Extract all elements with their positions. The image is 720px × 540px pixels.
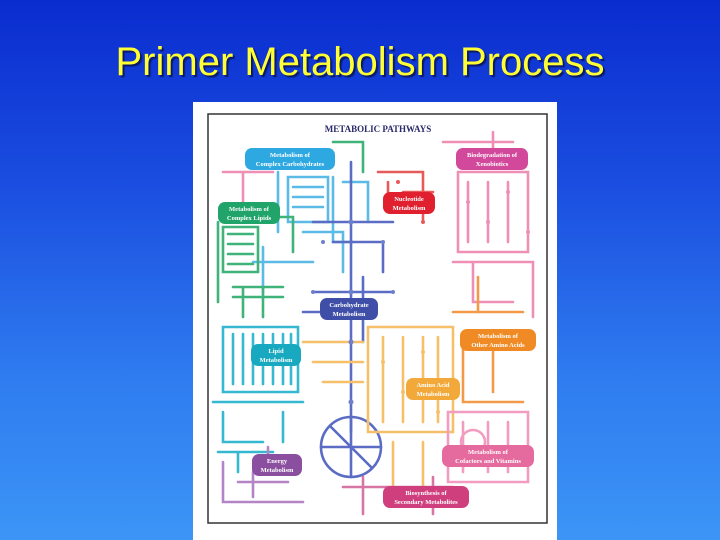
label-complex-lipids: Metabolism of Complex Lipids [218,202,280,224]
svg-text:Complex Carbohydrates: Complex Carbohydrates [256,161,325,168]
label-energy: Energy Metabolism [252,454,302,476]
svg-text:Metabolism: Metabolism [261,467,294,474]
pathway-map: METABOLIC PATHWAYS [207,113,548,524]
amino-acid-nodes [381,350,440,414]
label-lipid: Lipid Metabolism [251,344,301,366]
label-amino-acid: Amino Acid Metabolism [406,378,460,400]
svg-text:Biosynthesis of: Biosynthesis of [405,490,447,497]
slide-title: Primer Metabolism Process [115,40,605,84]
svg-text:Metabolism of: Metabolism of [270,152,311,159]
svg-text:Metabolism of: Metabolism of [229,206,270,213]
metabolic-pathways-poster: METABOLIC PATHWAYS [193,102,557,540]
svg-text:Metabolism: Metabolism [333,311,366,318]
svg-text:Metabolism: Metabolism [417,391,450,398]
xenobiotics-nodes [466,190,530,234]
label-cofactors-vitamins: Metabolism of Cofactors and Vitamins [442,445,534,467]
pathway-labels: Metabolism of Complex Carbohydrates Biod… [218,148,536,508]
svg-text:Amino Acid: Amino Acid [416,382,449,389]
svg-text:Lipid: Lipid [268,348,284,355]
svg-text:Nucleotide: Nucleotide [394,196,424,203]
pathway-network [211,130,535,516]
label-carbohydrate: Carbohydrate Metabolism [320,298,378,320]
svg-text:Complex Lipids: Complex Lipids [227,215,272,222]
pathway-nodes [311,219,395,405]
carbohydrate-pathways [301,160,395,479]
svg-text:Secondary Metabolites: Secondary Metabolites [394,499,458,506]
label-nucleotide: Nucleotide Metabolism [383,192,435,214]
svg-text:Metabolism: Metabolism [393,205,426,212]
svg-text:Metabolism: Metabolism [260,357,293,364]
label-xenobiotics: Biodegradation of Xenobiotics [456,148,528,170]
amino-acid-pathways [301,325,455,499]
other-amino-acids-pathways [451,275,525,404]
svg-text:Xenobiotics: Xenobiotics [476,161,509,168]
svg-text:Cofactors and Vitamins: Cofactors and Vitamins [455,458,521,465]
svg-text:Other Amino Acids: Other Amino Acids [471,342,525,349]
poster-title: METABOLIC PATHWAYS [325,124,431,134]
svg-text:Metabolism of: Metabolism of [468,449,509,456]
svg-text:Energy: Energy [267,458,288,465]
label-complex-carbohydrates: Metabolism of Complex Carbohydrates [245,148,335,170]
complex-lipids-pathways [216,140,365,319]
svg-text:Carbohydrate: Carbohydrate [329,302,368,309]
svg-text:Biodegradation of: Biodegradation of [467,152,518,159]
label-other-amino-acids: Metabolism of Other Amino Acids [460,329,536,351]
svg-text:Metabolism of: Metabolism of [478,333,519,340]
label-secondary-metabolites: Biosynthesis of Secondary Metabolites [383,486,469,508]
